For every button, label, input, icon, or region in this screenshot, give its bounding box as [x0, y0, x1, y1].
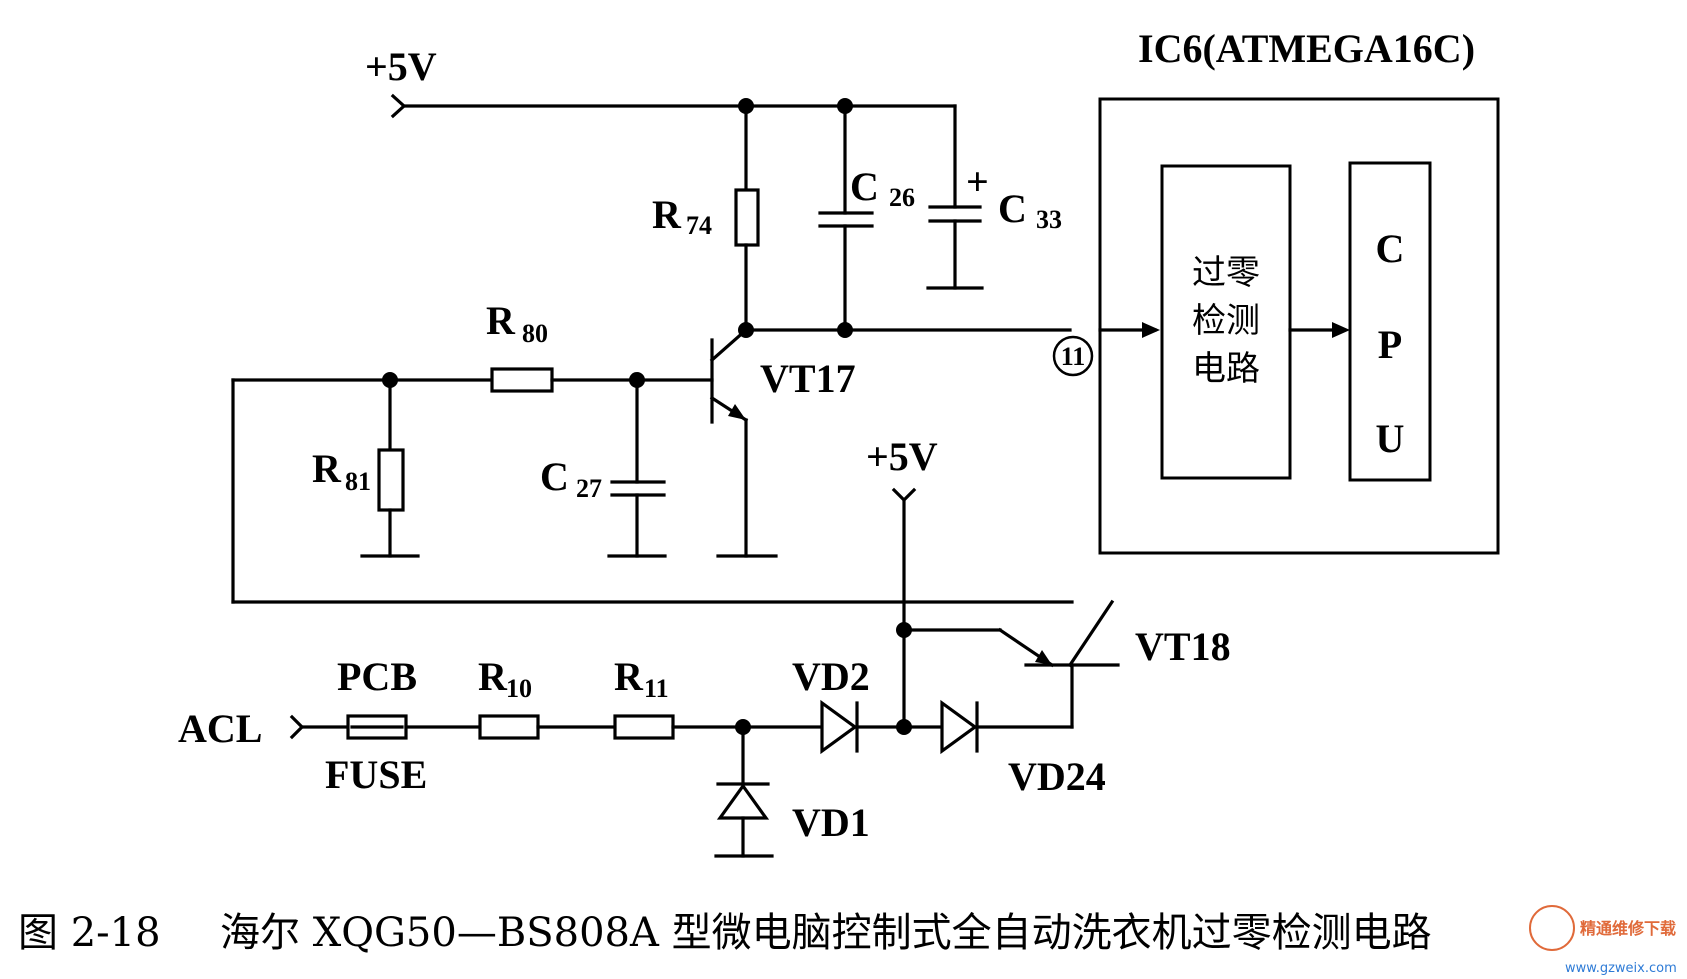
mid-supply	[891, 487, 917, 729]
r81-subscript: 81	[345, 467, 371, 496]
pin-11-marker: 11	[1052, 335, 1094, 377]
fuse-label: FUSE	[325, 752, 427, 797]
acl-label: ACL	[178, 706, 262, 751]
zero-cross-text-line3: 电路	[1192, 349, 1260, 389]
c27-subscript: 27	[576, 474, 602, 503]
c26-label: C	[850, 164, 879, 209]
ic6-title: IC6(ATMEGA16C)	[1138, 26, 1475, 71]
figure-caption: 海尔 XQG50—BS808A 型微电脑控制式全自动洗衣机过零检测电路	[220, 910, 1432, 956]
capacitor-c27	[607, 378, 667, 558]
resistor-r81	[360, 378, 420, 558]
r10-label: R	[478, 654, 508, 699]
capacitor-c33	[926, 205, 984, 290]
diode-vd1	[714, 725, 774, 858]
transistor-vt18	[902, 599, 1120, 729]
watermark: 精通维修下载 www.gzweix.com	[1529, 905, 1677, 976]
zero-cross-text-line2: 检测	[1192, 301, 1260, 341]
vd2-label: VD2	[792, 654, 870, 699]
r10-subscript: 10	[506, 674, 532, 703]
ic6-block	[1098, 97, 1500, 555]
r11-subscript: 11	[644, 674, 669, 703]
transistor-vt17	[709, 327, 778, 558]
r80-label: R	[486, 298, 516, 343]
acl-input-chain	[289, 714, 1074, 740]
watermark-line2: www.gzweix.com	[1565, 961, 1677, 976]
top-supply-rail	[390, 93, 957, 209]
c26-subscript: 26	[889, 183, 915, 212]
junction-dots	[382, 98, 912, 735]
watermark-line1: 精通维修下载	[1580, 919, 1676, 938]
vd1-label: VD1	[792, 800, 870, 845]
resistor-r74	[734, 104, 760, 332]
cpu-letter-c: C	[1376, 226, 1405, 271]
vt18-label: VT18	[1135, 624, 1231, 669]
c33-plus: +	[966, 159, 989, 204]
base-network	[231, 367, 1074, 604]
pin-11-label: 11	[1061, 342, 1086, 371]
r74-label: R	[652, 192, 682, 237]
vt17-label: VT17	[760, 356, 856, 401]
capacitor-c26	[818, 104, 874, 338]
zero-cross-text-line1: 过零	[1192, 253, 1260, 293]
diode-vd2	[820, 699, 859, 755]
vcc-mid-label: +5V	[866, 434, 938, 479]
vcc-top-label: +5V	[365, 44, 437, 89]
vd24-label: VD24	[1008, 754, 1106, 799]
output-line	[744, 322, 1160, 338]
c27-label: C	[540, 454, 569, 499]
c33-subscript: 33	[1036, 205, 1062, 234]
r11-label: R	[614, 654, 644, 699]
cpu-letter-u: U	[1376, 416, 1405, 461]
c33-label: C	[998, 186, 1027, 231]
pcb-label: PCB	[337, 654, 417, 699]
r74-subscript: 74	[686, 211, 712, 240]
cpu-letter-p: P	[1378, 322, 1402, 367]
diode-vd24	[940, 699, 979, 755]
r81-label: R	[312, 446, 342, 491]
figure-number: 图 2-18	[18, 910, 161, 956]
r80-subscript: 80	[522, 319, 548, 348]
